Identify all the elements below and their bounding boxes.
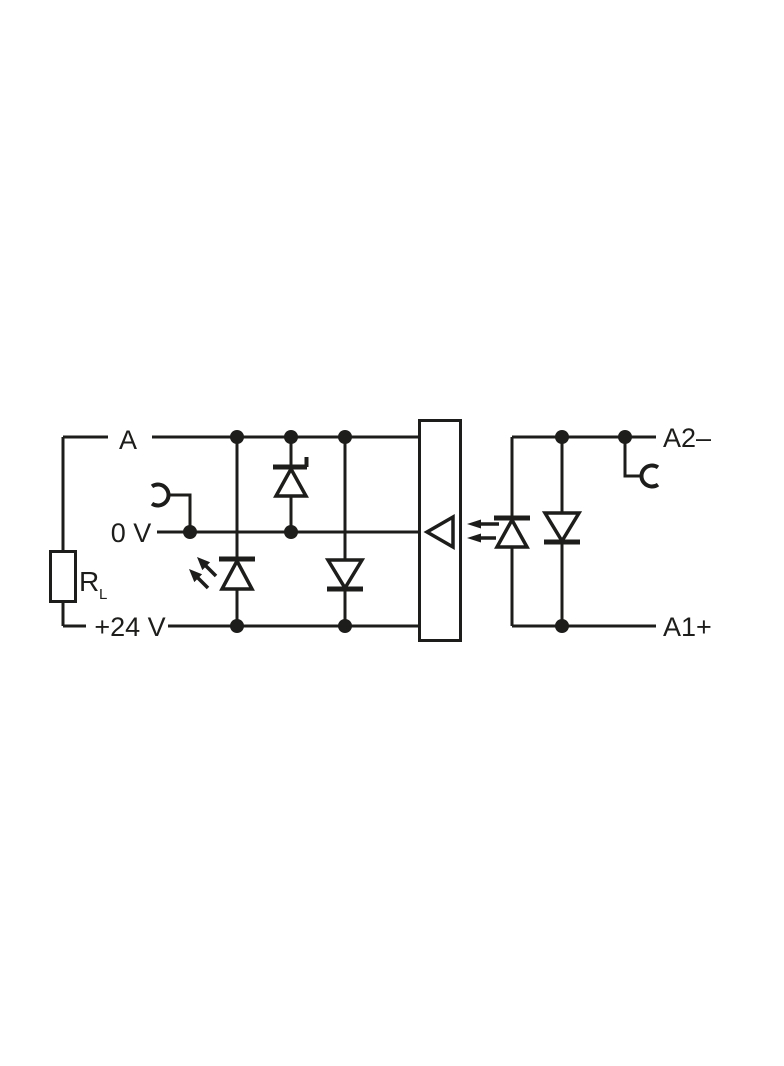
junction-dot <box>284 525 298 539</box>
junction-dot <box>183 525 197 539</box>
reverse-protection-diode <box>541 511 583 545</box>
junction-dot <box>230 430 244 444</box>
load-resistor-label: R <box>79 566 99 597</box>
output-diode-triangle-icon <box>541 511 583 545</box>
junction-dot <box>555 430 569 444</box>
status-led <box>189 556 255 591</box>
load-resistor <box>49 550 77 603</box>
junction-dot <box>338 430 352 444</box>
terminal-label-a1-plus: A1+ <box>663 612 712 642</box>
terminal-label-0v: 0 V <box>111 518 152 548</box>
junction-dots <box>183 430 632 633</box>
amplifier-block <box>418 419 462 642</box>
socket-contact-a2-icon <box>639 463 660 489</box>
diode-triangle-icon <box>324 558 366 592</box>
wire-0v-socket <box>168 493 192 532</box>
socket-contact-0v-icon <box>150 482 171 508</box>
photodetector-triangle-icon <box>423 513 455 551</box>
junction-dot <box>618 430 632 444</box>
terminal-label-24v: +24 V <box>94 612 165 642</box>
junction-dot <box>338 619 352 633</box>
load-resistor-subscript: L <box>99 586 107 603</box>
opto-led-triangle-icon <box>494 516 530 549</box>
zener-diode <box>273 457 309 498</box>
terminal-label-a: A <box>119 425 137 455</box>
resistor-body <box>49 550 77 603</box>
light-emission-arrows-icon <box>467 519 499 543</box>
zener-triangle-icon <box>273 465 309 498</box>
optocoupler-led <box>467 515 530 549</box>
junction-dot <box>284 430 298 444</box>
junction-dot <box>555 619 569 633</box>
suppressor-diode <box>324 558 366 592</box>
wire-a2-socket <box>623 437 642 478</box>
terminal-labels: A 0 V +24 V A2– A1+ R L <box>79 423 712 642</box>
junction-dot <box>230 619 244 633</box>
led-triangle-icon <box>219 557 255 591</box>
terminal-label-a2-minus: A2– <box>663 423 711 453</box>
led-light-arrows-icon <box>189 557 218 590</box>
